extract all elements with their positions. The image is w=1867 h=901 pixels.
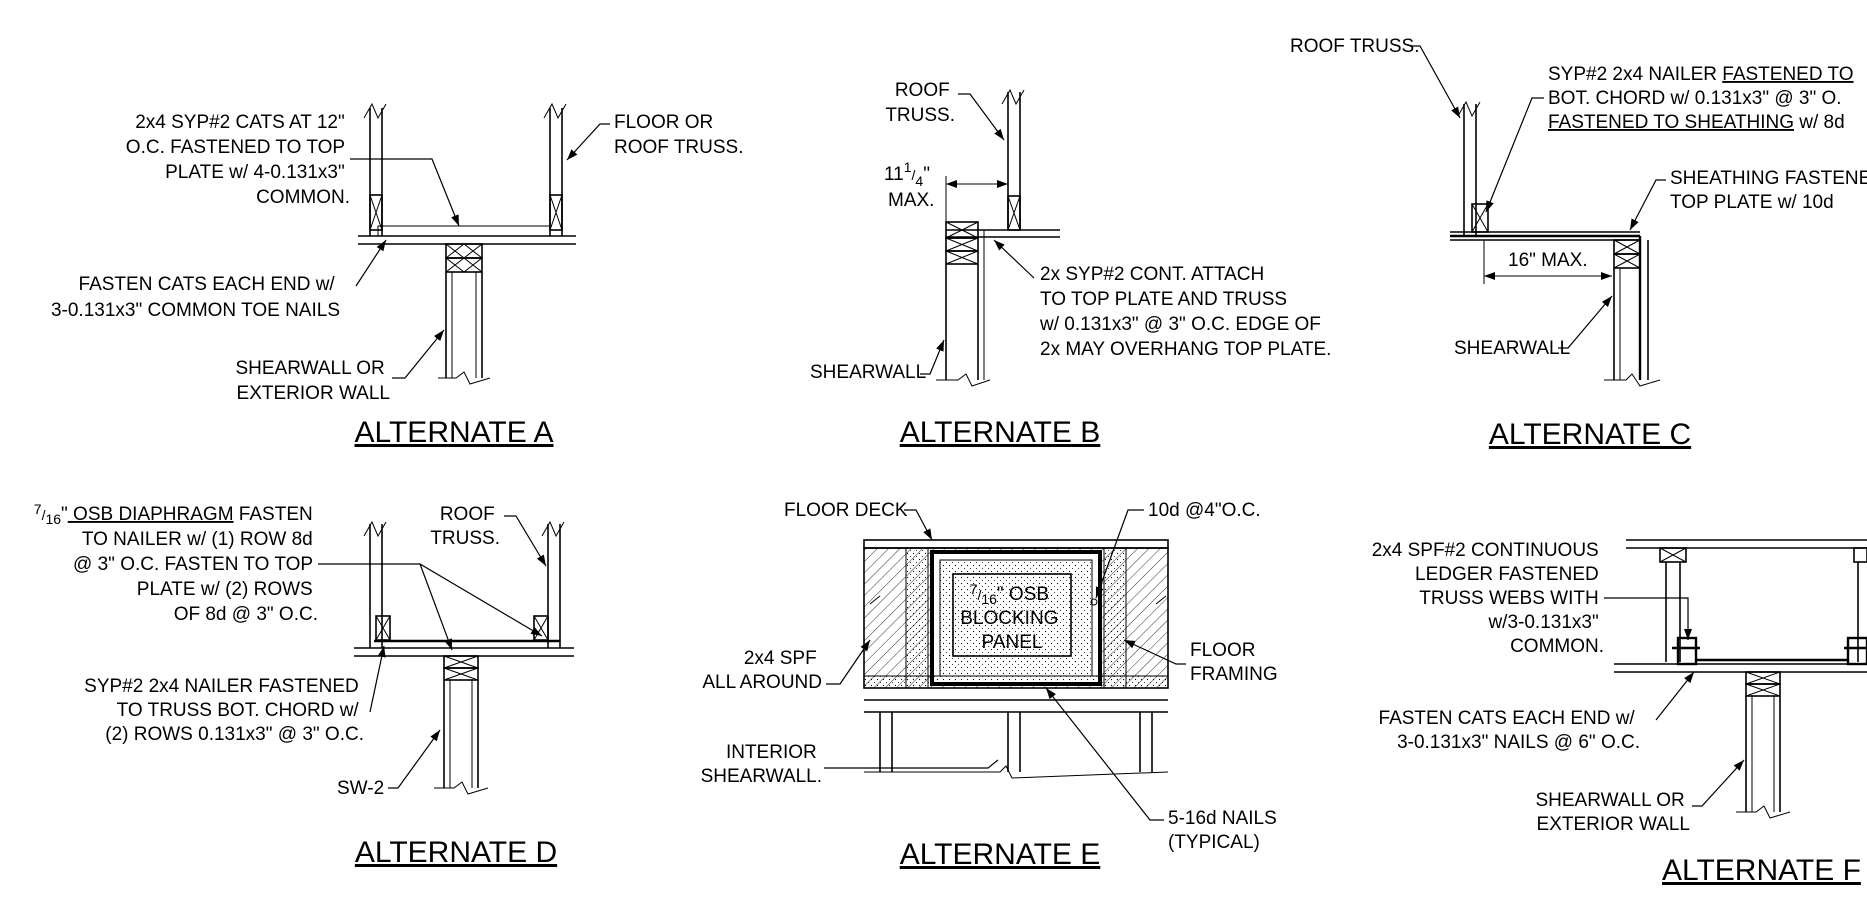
- note-shearwall-c: SHEARWALL: [1454, 338, 1570, 359]
- note-2x4-spf: 2x4 SPF ALL AROUND: [702, 648, 822, 693]
- note-max-b: MAX.: [888, 190, 934, 211]
- title-alternate-b: ALTERNATE B: [900, 416, 1101, 449]
- note-shearwall-b: SHEARWALL: [810, 362, 926, 383]
- detail-alternate-c: ROOF TRUSS. SYP#2 2x4 NAILER FASTENED TO…: [1290, 36, 1867, 451]
- detail-alternate-b: ROOF TRUSS. 111/4" MAX. 2x SYP#2 CONT. A…: [810, 80, 1331, 449]
- drawing-a: [358, 102, 576, 385]
- note-floor-framing: FLOOR FRAMING: [1190, 640, 1278, 685]
- title-alternate-a: ALTERNATE A: [355, 416, 554, 449]
- note-roof-truss-c: ROOF TRUSS.: [1290, 36, 1420, 57]
- note-16-max: 16" MAX.: [1508, 250, 1588, 271]
- title-alternate-c: ALTERNATE C: [1489, 418, 1691, 451]
- note-roof-truss-b: ROOF TRUSS.: [885, 80, 955, 126]
- detail-alternate-e: FLOOR DECK 10d @4"O.C. 7/16" OSB BLOCKIN…: [701, 500, 1282, 871]
- note-roof-truss-d: ROOF TRUSS.: [430, 504, 500, 549]
- note-5-16d-nails: 5-16d NAILS (TYPICAL): [1168, 808, 1282, 853]
- note-shearwall-f: SHEARWALL OR EXTERIOR WALL: [1535, 790, 1690, 835]
- note-fasten-cats-f: FASTEN CATS EACH END w/ 3-0.131x3" NAILS…: [1379, 708, 1640, 753]
- note-floor-truss: FLOOR OR ROOF TRUSS.: [614, 112, 744, 158]
- note-osb-diaphragm: 7/16" OSB DIAPHRAGM FASTEN TO NAILER w/ …: [34, 501, 318, 625]
- detail-alternate-f: 2x4 SPF#2 CONTINUOUS LEDGER FASTENED TRU…: [1372, 539, 1867, 887]
- dimension-11-1-4: 111/4": [884, 159, 930, 189]
- drawing-b: [936, 88, 1060, 387]
- note-shearwall-a: SHEARWALL OR EXTERIOR WALL: [235, 358, 390, 404]
- drawing-c: [1450, 100, 1661, 387]
- drawing-d: [354, 520, 574, 795]
- note-syp-nailer-d: SYP#2 2x4 NAILER FASTENED TO TRUSS BOT. …: [84, 676, 364, 745]
- note-sheathing-c: SHEATHING FASTENE TOP PLATE w/ 10d: [1670, 168, 1867, 213]
- note-sw-2: SW-2: [337, 778, 384, 799]
- note-interior-shearwall: INTERIOR SHEARWALL.: [701, 742, 822, 787]
- detail-alternate-d: 7/16" OSB DIAPHRAGM FASTEN TO NAILER w/ …: [34, 501, 574, 869]
- drawing-f: [1614, 539, 1867, 819]
- title-alternate-f: ALTERNATE F: [1662, 854, 1861, 887]
- detail-alternate-a: 2x4 SYP#2 CATS AT 12" O.C. FASTENED TO T…: [51, 102, 744, 449]
- note-2x4-ledger: 2x4 SPF#2 CONTINUOUS LEDGER FASTENED TRU…: [1372, 540, 1604, 657]
- note-2x-syp: 2x SYP#2 CONT. ATTACH TO TOP PLATE AND T…: [1039, 264, 1331, 360]
- title-alternate-e: ALTERNATE E: [900, 838, 1101, 871]
- drawing-e: [863, 539, 1169, 779]
- note-fasten-cats: FASTEN CATS EACH END w/ 3-0.131x3" COMMO…: [51, 274, 340, 321]
- note-osb-blocking: 7/16" OSB BLOCKING PANEL: [960, 581, 1063, 653]
- note-cats: 2x4 SYP#2 CATS AT 12" O.C. FASTENED TO T…: [126, 112, 350, 208]
- title-alternate-d: ALTERNATE D: [355, 836, 557, 869]
- note-10d-nails: 10d @4"O.C.: [1148, 500, 1261, 521]
- note-syp-nailer-c: SYP#2 2x4 NAILER FASTENED TO BOT. CHORD …: [1548, 64, 1859, 133]
- note-floor-deck: FLOOR DECK: [784, 500, 908, 521]
